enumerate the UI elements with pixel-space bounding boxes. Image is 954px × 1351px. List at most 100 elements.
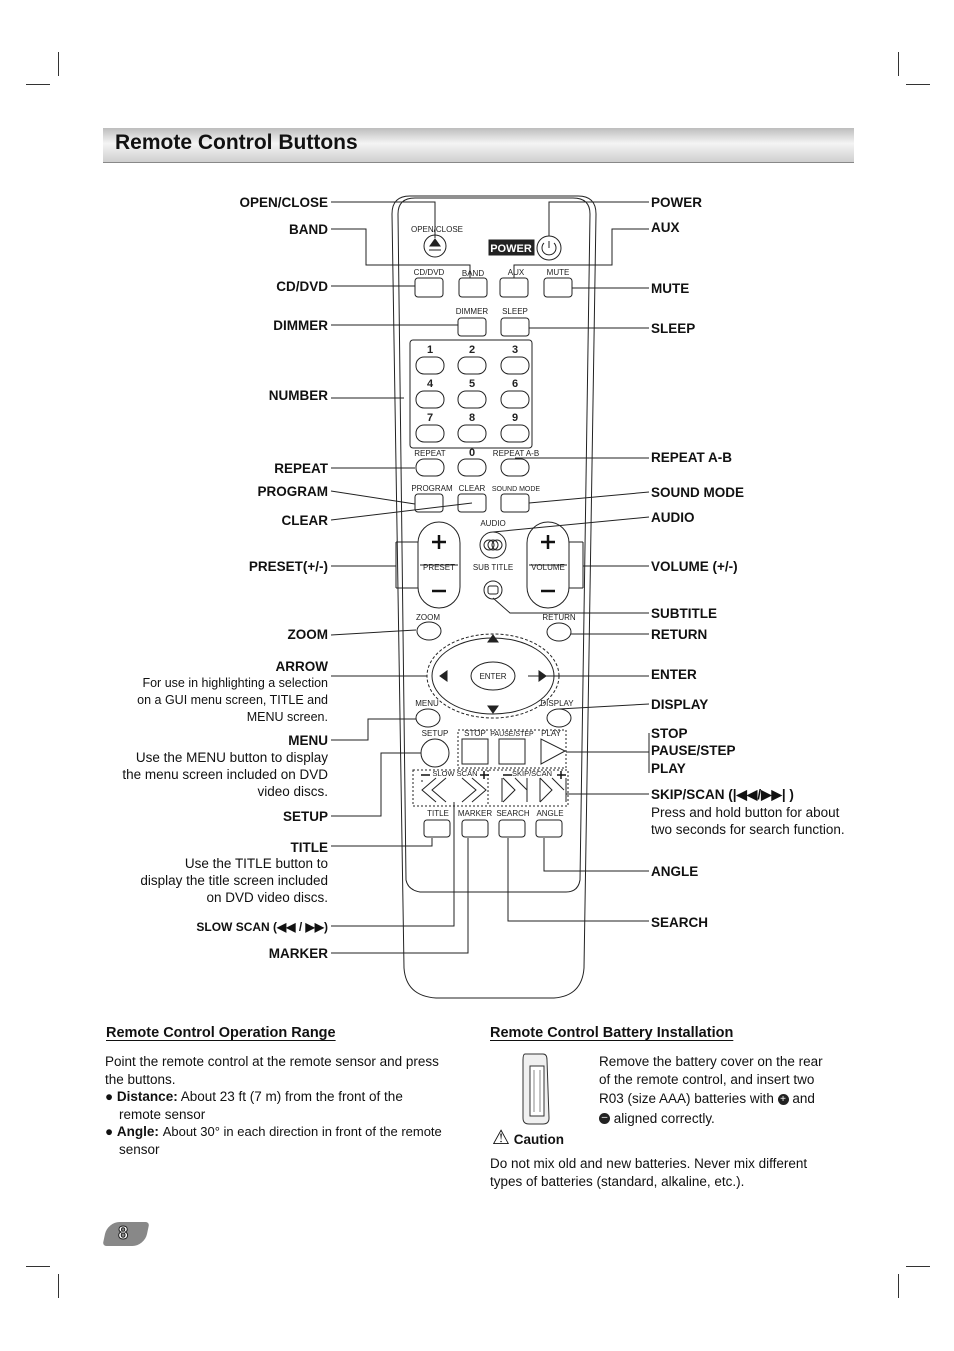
rc-dimmer-text: DIMMER: [456, 307, 489, 316]
desc-line: Press and hold button for about: [651, 805, 840, 820]
intro-line: the buttons.: [105, 1071, 176, 1087]
caution-line: Do not mix old and new batteries. Never …: [490, 1156, 808, 1171]
label-aux: AUX: [651, 220, 680, 235]
rc-aux-text: AUX: [508, 268, 525, 277]
rc-volume-text: VOLUME: [531, 563, 565, 572]
label-subtitle: SUBTITLE: [651, 606, 717, 621]
label-number: NUMBER: [268, 388, 328, 403]
desc-menu: Use the MENU button to display the menu …: [122, 749, 328, 800]
rc-play-text: PLAY: [541, 729, 562, 738]
rc-subtitle-text: SUB TITLE: [473, 563, 513, 572]
rc-preset-text: PRESET: [423, 563, 455, 572]
page-number: 8: [118, 1223, 129, 1244]
operation-range-intro: Point the remote control at the remote s…: [105, 1053, 475, 1088]
desc-line: For use in highlighting a selection: [142, 676, 328, 690]
rc-digit-3: 3: [512, 344, 518, 356]
label-display: DISPLAY: [651, 697, 709, 712]
angle-text: About 30° in each direction in front of …: [162, 1124, 442, 1139]
rc-repeat-ab-text: REPEAT A-B: [493, 449, 539, 458]
rewind-icon: ◀◀: [277, 920, 296, 934]
label-search: SEARCH: [651, 915, 709, 930]
label-sound-mode: SOUND MODE: [651, 485, 745, 500]
rc-digit-9: 9: [512, 412, 518, 424]
label-volume: VOLUME (+/-): [651, 559, 738, 574]
rc-digit-5: 5: [469, 378, 475, 390]
rc-digit-6: 6: [512, 378, 518, 390]
rc-digit-4: 4: [427, 378, 434, 390]
rc-sleep-text: SLEEP: [502, 307, 528, 316]
label-sleep: SLEEP: [651, 321, 696, 336]
rc-clear-text: CLEAR: [459, 484, 486, 493]
rc-skip-scan-text: SKIP/SCAN: [512, 769, 552, 778]
crop-mark: [906, 84, 930, 85]
plus-icon: [541, 535, 555, 549]
label-preset: PRESET(+/-): [248, 559, 328, 574]
rc-angle-text: ANGLE: [536, 809, 563, 818]
rc-pause-step-text: PAUSE/STEP: [490, 731, 534, 738]
crop-mark: [26, 1266, 50, 1267]
label-enter: ENTER: [651, 667, 697, 682]
label-slow-scan: SLOW SCAN (◀◀ / ▶▶): [196, 920, 328, 934]
rc-zoom-text: ZOOM: [416, 613, 440, 622]
rc-repeat-text: REPEAT: [414, 449, 446, 458]
battery-line3a: R03 (size AAA) batteries with: [599, 1091, 774, 1106]
battery-text: Remove the battery cover on the rear of …: [599, 1053, 869, 1127]
label-stop: STOP: [651, 726, 688, 741]
desc-title: Use the TITLE button to display the titl…: [140, 855, 328, 906]
rc-menu-text: MENU: [415, 699, 439, 708]
label-repeat-ab: REPEAT A-B: [651, 450, 732, 465]
label-clear: CLEAR: [281, 513, 329, 528]
label-zoom: ZOOM: [287, 627, 329, 642]
distance-label: Distance:: [116, 1089, 178, 1104]
rc-search-text: SEARCH: [496, 809, 530, 818]
rc-digit-1: 1: [427, 344, 433, 356]
battery-line: of the remote control, and insert two: [599, 1071, 815, 1087]
page-title: Remote Control Buttons: [115, 131, 358, 154]
battery-line: R03 (size AAA) batteries with + and: [599, 1090, 869, 1108]
rc-audio-text: AUDIO: [480, 519, 505, 528]
crop-mark: [898, 1274, 899, 1298]
battery-line4: aligned correctly.: [613, 1110, 715, 1126]
rc-stop-text: STOP: [464, 729, 486, 738]
rc-cd-dvd-text: CD/DVD: [414, 268, 445, 277]
desc-line: the menu screen included on DVD: [122, 767, 328, 782]
caution-row: ⚠ Caution: [492, 1127, 564, 1149]
label-setup: SETUP: [282, 809, 328, 824]
distance-bullet: ● Distance: About 23 ft (7 m) from the f…: [105, 1088, 475, 1123]
desc-line: two seconds for search function.: [651, 822, 845, 837]
slow-scan-label-text: SLOW SCAN (: [196, 920, 278, 934]
rc-open-close-text: OPEN/CLOSE: [411, 225, 463, 234]
caution-text: Do not mix old and new batteries. Never …: [490, 1155, 852, 1190]
plus-polarity-icon: +: [777, 1093, 789, 1105]
desc-skip-scan: Press and hold button for about two seco…: [651, 804, 845, 838]
label-power: POWER: [651, 195, 703, 210]
rc-return-text: RETURN: [542, 613, 576, 622]
crop-mark: [898, 52, 899, 76]
angle-bullet: ● Angle: About 30° in each direction in …: [105, 1123, 475, 1158]
rc-title-text: TITLE: [427, 809, 449, 818]
label-repeat: REPEAT: [274, 461, 328, 476]
rc-enter-text: ENTER: [479, 672, 506, 681]
bullet-dot: ●: [105, 1089, 114, 1104]
label-skip-scan: SKIP/SCAN (|◀◀/▶▶| ): [651, 787, 794, 802]
crop-mark: [906, 1266, 930, 1267]
desc-line: Use the MENU button to display: [135, 750, 328, 765]
warning-icon: ⚠: [492, 1127, 510, 1149]
fast-forward-icon: ▶▶: [305, 920, 324, 934]
minus-polarity-icon: –: [599, 1113, 610, 1125]
battery-line: – aligned correctly.: [599, 1110, 869, 1128]
plus-icon: [432, 535, 446, 549]
crop-mark: [58, 52, 59, 76]
desc-line: Use the TITLE button to: [184, 856, 328, 871]
rc-program-text: PROGRAM: [411, 484, 453, 493]
skip-scan-label-text: SKIP/SCAN (: [651, 787, 733, 802]
battery-line: Remove the battery cover on the rear: [599, 1054, 823, 1069]
battery-remote-illustration: [522, 1053, 550, 1125]
rc-mute-text: MUTE: [547, 268, 570, 277]
label-audio: AUDIO: [651, 510, 695, 525]
angle-label: Angle:: [116, 1124, 159, 1139]
rc-digit-7: 7: [427, 412, 433, 424]
rc-marker-text: MARKER: [458, 809, 492, 818]
label-band: BAND: [289, 222, 328, 237]
